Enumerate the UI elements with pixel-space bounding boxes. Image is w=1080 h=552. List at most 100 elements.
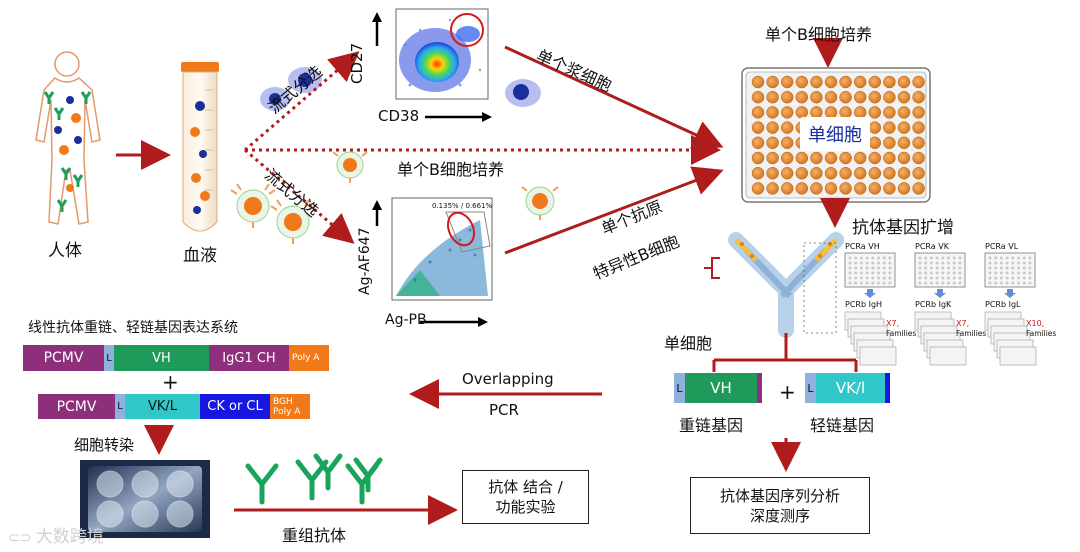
plate-well <box>780 182 794 195</box>
pcr-a-label: PCRa VK <box>915 242 950 251</box>
sequencing-box: 抗体基因序列分析 深度测序 <box>690 477 870 534</box>
pcr-well <box>865 271 869 275</box>
plate-well <box>897 75 911 89</box>
plate-well <box>824 90 838 104</box>
flow-top-x-label: CD38 <box>378 107 420 125</box>
pcr-well <box>924 266 928 270</box>
pcr-well <box>1005 276 1009 280</box>
pcr-well <box>999 281 1003 285</box>
pcr-well <box>1022 261 1026 265</box>
pcr-well <box>1017 271 1020 275</box>
light-gene-vkl: VK/l <box>816 373 885 403</box>
plate-well <box>883 106 896 119</box>
plate-well <box>912 121 925 134</box>
plate-well <box>839 90 852 104</box>
pcr-well <box>854 271 858 275</box>
pcr-well <box>1022 256 1026 260</box>
pcr-well <box>924 276 928 280</box>
flow-bottom-x-label: Ag-PB <box>385 312 427 328</box>
plate-well <box>883 136 896 150</box>
pcr-well <box>918 261 922 265</box>
plate-well <box>912 106 925 119</box>
pcr-plate <box>844 252 896 288</box>
pcr-well <box>1017 266 1020 270</box>
pcr-b-label: PCRb IgH <box>845 300 882 309</box>
pcr-well <box>877 281 880 285</box>
plate-well <box>824 166 838 180</box>
pcr-well <box>848 276 852 280</box>
plate-well <box>751 90 765 104</box>
pcr-well <box>988 281 992 285</box>
watermark-logo-icon: ⊂⊃ <box>8 530 36 546</box>
heavy-leader: L <box>104 345 114 371</box>
plate-well <box>853 75 867 89</box>
plate-well <box>766 182 779 195</box>
plate-well <box>780 166 794 180</box>
pcr-well <box>882 281 886 285</box>
pcr-well <box>994 281 998 285</box>
plate-well <box>780 151 794 165</box>
light-gene-end <box>885 373 890 403</box>
pcr-well <box>935 256 939 260</box>
plate-well <box>868 90 882 104</box>
pcr-well <box>848 271 852 275</box>
seq-line-2: 深度测序 <box>749 506 810 525</box>
plate-well <box>897 182 911 195</box>
heavy-gene-vh: VH <box>685 373 757 403</box>
pcr-well <box>929 261 933 265</box>
pcr-well <box>958 266 962 270</box>
pcr-well <box>1022 271 1026 275</box>
pcr-well <box>935 271 939 275</box>
flow-plot-top <box>372 8 492 122</box>
flow-bottom-y-label: Ag-AF647 <box>357 227 373 295</box>
pcr-well <box>952 266 956 270</box>
pcr-well <box>1011 276 1015 280</box>
heavy-gene-leader: L <box>674 373 685 403</box>
pcr-well <box>848 261 852 265</box>
pcr-well <box>952 261 956 265</box>
pcr-well <box>999 261 1003 265</box>
pcr-well <box>988 266 992 270</box>
plate-well <box>883 90 896 104</box>
pcr-well <box>1028 266 1032 270</box>
pcr-well <box>999 266 1003 270</box>
light-construct: PCMV L VK/L CK or CL BGH Poly A <box>38 394 310 419</box>
pcr-well <box>1017 281 1020 285</box>
plate-well <box>795 182 809 195</box>
gene-split-lines <box>712 333 858 372</box>
pcr-well <box>929 271 933 275</box>
heavy-igg1-ch: IgG1 CH <box>209 345 289 371</box>
plate-well <box>766 136 779 150</box>
pcr-well <box>882 261 886 265</box>
label-single-cell-gene: 单细胞 <box>664 334 713 353</box>
plate-well <box>766 121 779 134</box>
pcr-well <box>929 266 933 270</box>
pcr-b-label: PCRb IgK <box>915 300 952 309</box>
plate-well <box>824 151 838 165</box>
pcr-well <box>947 256 950 260</box>
light-bgh-poly-a: BGH Poly A <box>270 394 310 419</box>
plate-well <box>853 166 867 180</box>
pcr-well <box>859 271 863 275</box>
pcr-well <box>958 256 962 260</box>
pcr-well <box>1005 266 1009 270</box>
pcr-well <box>1005 256 1009 260</box>
pcr-well <box>1011 266 1015 270</box>
pcr-well <box>918 256 922 260</box>
pcr-well <box>1005 271 1009 275</box>
pcr-well <box>888 266 892 270</box>
pcr-well <box>1005 261 1009 265</box>
pcr-well <box>941 256 945 260</box>
plate-well <box>839 75 852 89</box>
light-vkl: VK/L <box>125 394 200 419</box>
pcr-well <box>865 266 869 270</box>
pcr-well <box>1011 271 1015 275</box>
pcr-well <box>1022 281 1026 285</box>
pcr-well <box>1028 256 1032 260</box>
light-gene-bar: L VK/l <box>805 373 890 403</box>
pcr-well <box>924 271 928 275</box>
plate-well <box>780 90 794 104</box>
heavy-vh: VH <box>114 345 209 371</box>
pcr-well <box>994 256 998 260</box>
